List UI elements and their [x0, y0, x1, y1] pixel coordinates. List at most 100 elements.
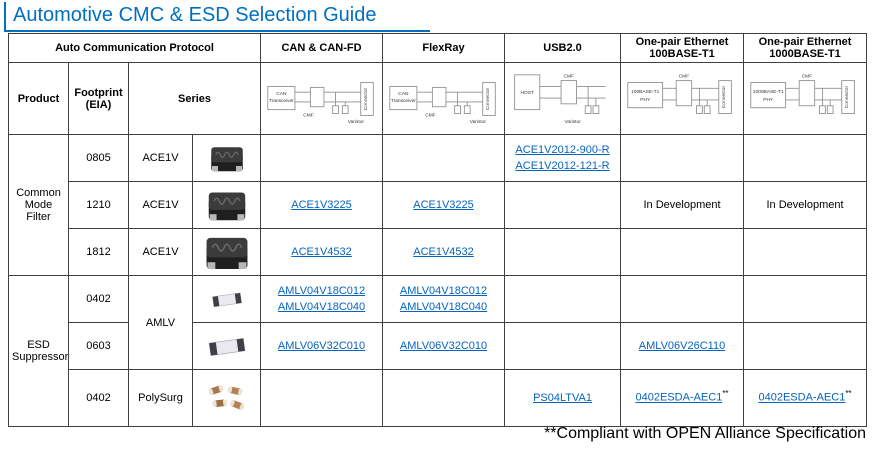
can-circuit-diagram: CAN Transceiver CMF Varistor Connector — [260, 62, 384, 135]
svg-text:100BASE-T1: 100BASE-T1 — [631, 89, 659, 95]
can-schematic-icon: CAN Transceiver CMF Varistor Connector — [266, 81, 374, 125]
part-link-amlv04v18c012-can[interactable]: AMLV04V18C012 — [277, 284, 366, 297]
footprint-value: 0402 — [68, 369, 129, 427]
header-series: Series — [127, 62, 262, 135]
part-link-amlv04v18c040-can[interactable]: AMLV04V18C040 — [277, 301, 366, 313]
cell-usb-parts: ACE1V2012-900-R ACE1V2012-121-R — [504, 134, 622, 182]
open-alliance-footnote: **Compliant with OPEN Alliance Specifica… — [544, 425, 866, 442]
part-link-0402esda-aec1-eth1000[interactable]: 0402ESDA-AEC1 — [758, 392, 846, 405]
part-link-ace1v2012-900-r[interactable]: ACE1V2012-900-R — [515, 143, 610, 156]
row-1812-ace1v: 1812 ACE1V ACE1V4532 ACE1V4532 — [9, 228, 868, 276]
svg-text:Connector: Connector — [363, 87, 369, 110]
part-link-ace1v4532-can[interactable]: ACE1V4532 — [291, 245, 352, 258]
usb-schematic-icon: HOST CMF Varistor — [514, 73, 606, 125]
cell-flexray-parts: ACE1V3225 — [382, 181, 506, 229]
svg-text:Transceiver: Transceiver — [268, 97, 293, 103]
cell-flexray-parts: AMLV06V32C010 — [382, 322, 506, 370]
row-0402-amlv: ESD Suppressor 0402 AMLV AMLV04V18C012 A… — [8, 275, 868, 427]
svg-text:CMF: CMF — [564, 73, 575, 79]
in-development-label: In Development — [643, 199, 721, 211]
footnote-marker: ** — [722, 389, 729, 399]
eth100-circuit-diagram: 100BASE-T1 PHY CMF Connector — [620, 62, 745, 135]
series-value: ACE1V — [128, 228, 193, 276]
header-eth1000: One-pair Ethernet 1000BASE-T1 — [743, 33, 868, 63]
part-link-ps04ltva1[interactable]: PS04LTVA1 — [533, 391, 592, 404]
header-row-diagrams: Product Footprint (EIA) Series CAN Trans… — [8, 62, 868, 135]
inductor-image — [210, 146, 243, 171]
svg-text:PHY: PHY — [763, 96, 774, 102]
svg-text:CAN: CAN — [276, 91, 287, 97]
chip-array-image — [208, 385, 244, 411]
part-link-ace1v2012-121-r[interactable]: ACE1V2012-121-R — [515, 160, 610, 172]
footprint-value: 1812 — [68, 228, 129, 276]
header-flexray: FlexRay — [382, 33, 506, 63]
part-link-amlv04v18c012-flexray[interactable]: AMLV04V18C012 — [399, 284, 488, 297]
row-0402-polysurg: 0402 PolySurg PS04LTVA1 0402ESDA-AEC1** … — [9, 369, 868, 427]
header-footprint: Footprint (EIA) — [68, 62, 129, 135]
cell-eth1000-parts: 0402ESDA-AEC1** — [743, 369, 868, 427]
cell-eth1000-empty — [743, 322, 868, 370]
svg-text:CMF: CMF — [802, 73, 813, 79]
component-photo-polysurg — [191, 369, 262, 427]
product-group-esd-suppressor: ESD Suppressor — [8, 275, 69, 427]
cell-usb-empty — [504, 228, 622, 276]
part-link-amlv06v32c010-can[interactable]: AMLV06V32C010 — [277, 339, 366, 352]
inductor-image — [206, 237, 247, 269]
cell-can-parts: AMLV06V32C010 — [260, 322, 384, 370]
in-development-label: In Development — [766, 199, 844, 211]
series-value: ACE1V — [128, 181, 193, 229]
cell-eth1000-status: In Development — [743, 181, 868, 229]
product-group-common-mode-filter: Common Mode Filter — [8, 134, 69, 276]
svg-text:Varistor: Varistor — [565, 119, 582, 125]
cell-eth100-empty — [620, 275, 745, 323]
footnote-marker: ** — [845, 389, 852, 399]
cell-usb-empty — [504, 275, 622, 323]
svg-text:CMF: CMF — [425, 112, 436, 118]
cell-eth100-parts: AMLV06V26C110 — [620, 322, 745, 370]
inductor-image — [208, 191, 245, 220]
row-0805-ace1v: Common Mode Filter 0805 ACE1V ACE1V2012-… — [8, 134, 868, 276]
cell-can-empty — [260, 134, 384, 182]
svg-text:1000BASE-T1: 1000BASE-T1 — [753, 89, 784, 95]
part-link-ace1v3225-can[interactable]: ACE1V3225 — [291, 198, 352, 211]
cell-can-parts: ACE1V3225 — [260, 181, 384, 229]
component-photo-ace1v-0805 — [191, 134, 262, 182]
part-link-0402esda-aec1-eth100[interactable]: 0402ESDA-AEC1 — [635, 392, 723, 405]
svg-text:HOST: HOST — [520, 90, 533, 96]
series-value: PolySurg — [128, 369, 193, 427]
component-photo-amlv-0603 — [191, 322, 262, 370]
page-title: Automotive CMC & ESD Selection Guide — [13, 4, 377, 26]
component-photo-amlv-0402 — [191, 275, 262, 323]
cell-usb-empty — [504, 322, 622, 370]
part-link-amlv06v32c010-flexray[interactable]: AMLV06V32C010 — [399, 339, 488, 352]
cell-usb-parts: PS04LTVA1 — [504, 369, 622, 427]
header-product: Product — [8, 62, 69, 135]
part-link-amlv06v26c110[interactable]: AMLV06V26C110 — [638, 339, 726, 352]
footprint-value: 0402 — [68, 275, 129, 323]
svg-text:Varistor: Varistor — [347, 119, 364, 125]
svg-text:CMF: CMF — [679, 73, 690, 79]
part-link-ace1v4532-flexray[interactable]: ACE1V4532 — [413, 245, 474, 258]
eth1000-circuit-diagram: 1000BASE-T1 PHY CMF Connector — [743, 62, 868, 135]
cell-eth100-status: In Development — [620, 181, 745, 229]
part-link-ace1v3225-flexray[interactable]: ACE1V3225 — [413, 198, 474, 211]
component-photo-ace1v-1210 — [191, 181, 262, 229]
cell-eth1000-empty — [743, 275, 868, 323]
eth100-schematic-icon: 100BASE-T1 PHY CMF Connector — [627, 73, 732, 114]
cell-flexray-parts: ACE1V4532 — [382, 228, 506, 276]
svg-text:CMF: CMF — [303, 112, 314, 118]
header-protocol-group: Auto Communication Protocol — [7, 33, 262, 63]
footprint-value: 1210 — [68, 181, 129, 229]
cell-can-parts: AMLV04V18C012 AMLV04V18C040 — [260, 275, 384, 323]
part-link-amlv04v18c040-flexray[interactable]: AMLV04V18C040 — [399, 301, 488, 313]
selection-guide-table: Auto Communication Protocol CAN & CAN-FD… — [7, 33, 868, 427]
svg-text:Transceiver: Transceiver — [390, 97, 415, 103]
header-usb: USB2.0 — [504, 33, 622, 63]
cell-eth1000-empty — [743, 134, 868, 182]
usb-circuit-diagram: HOST CMF Varistor — [504, 62, 622, 135]
header-row-protocols: Auto Communication Protocol CAN & CAN-FD… — [7, 33, 868, 63]
cell-can-parts: ACE1V4532 — [260, 228, 384, 276]
cell-usb-empty — [504, 181, 622, 229]
header-can: CAN & CAN-FD — [260, 33, 384, 63]
row-1210-ace1v: 1210 ACE1V ACE1V3225 ACE1V3225 In Develo… — [9, 181, 868, 229]
